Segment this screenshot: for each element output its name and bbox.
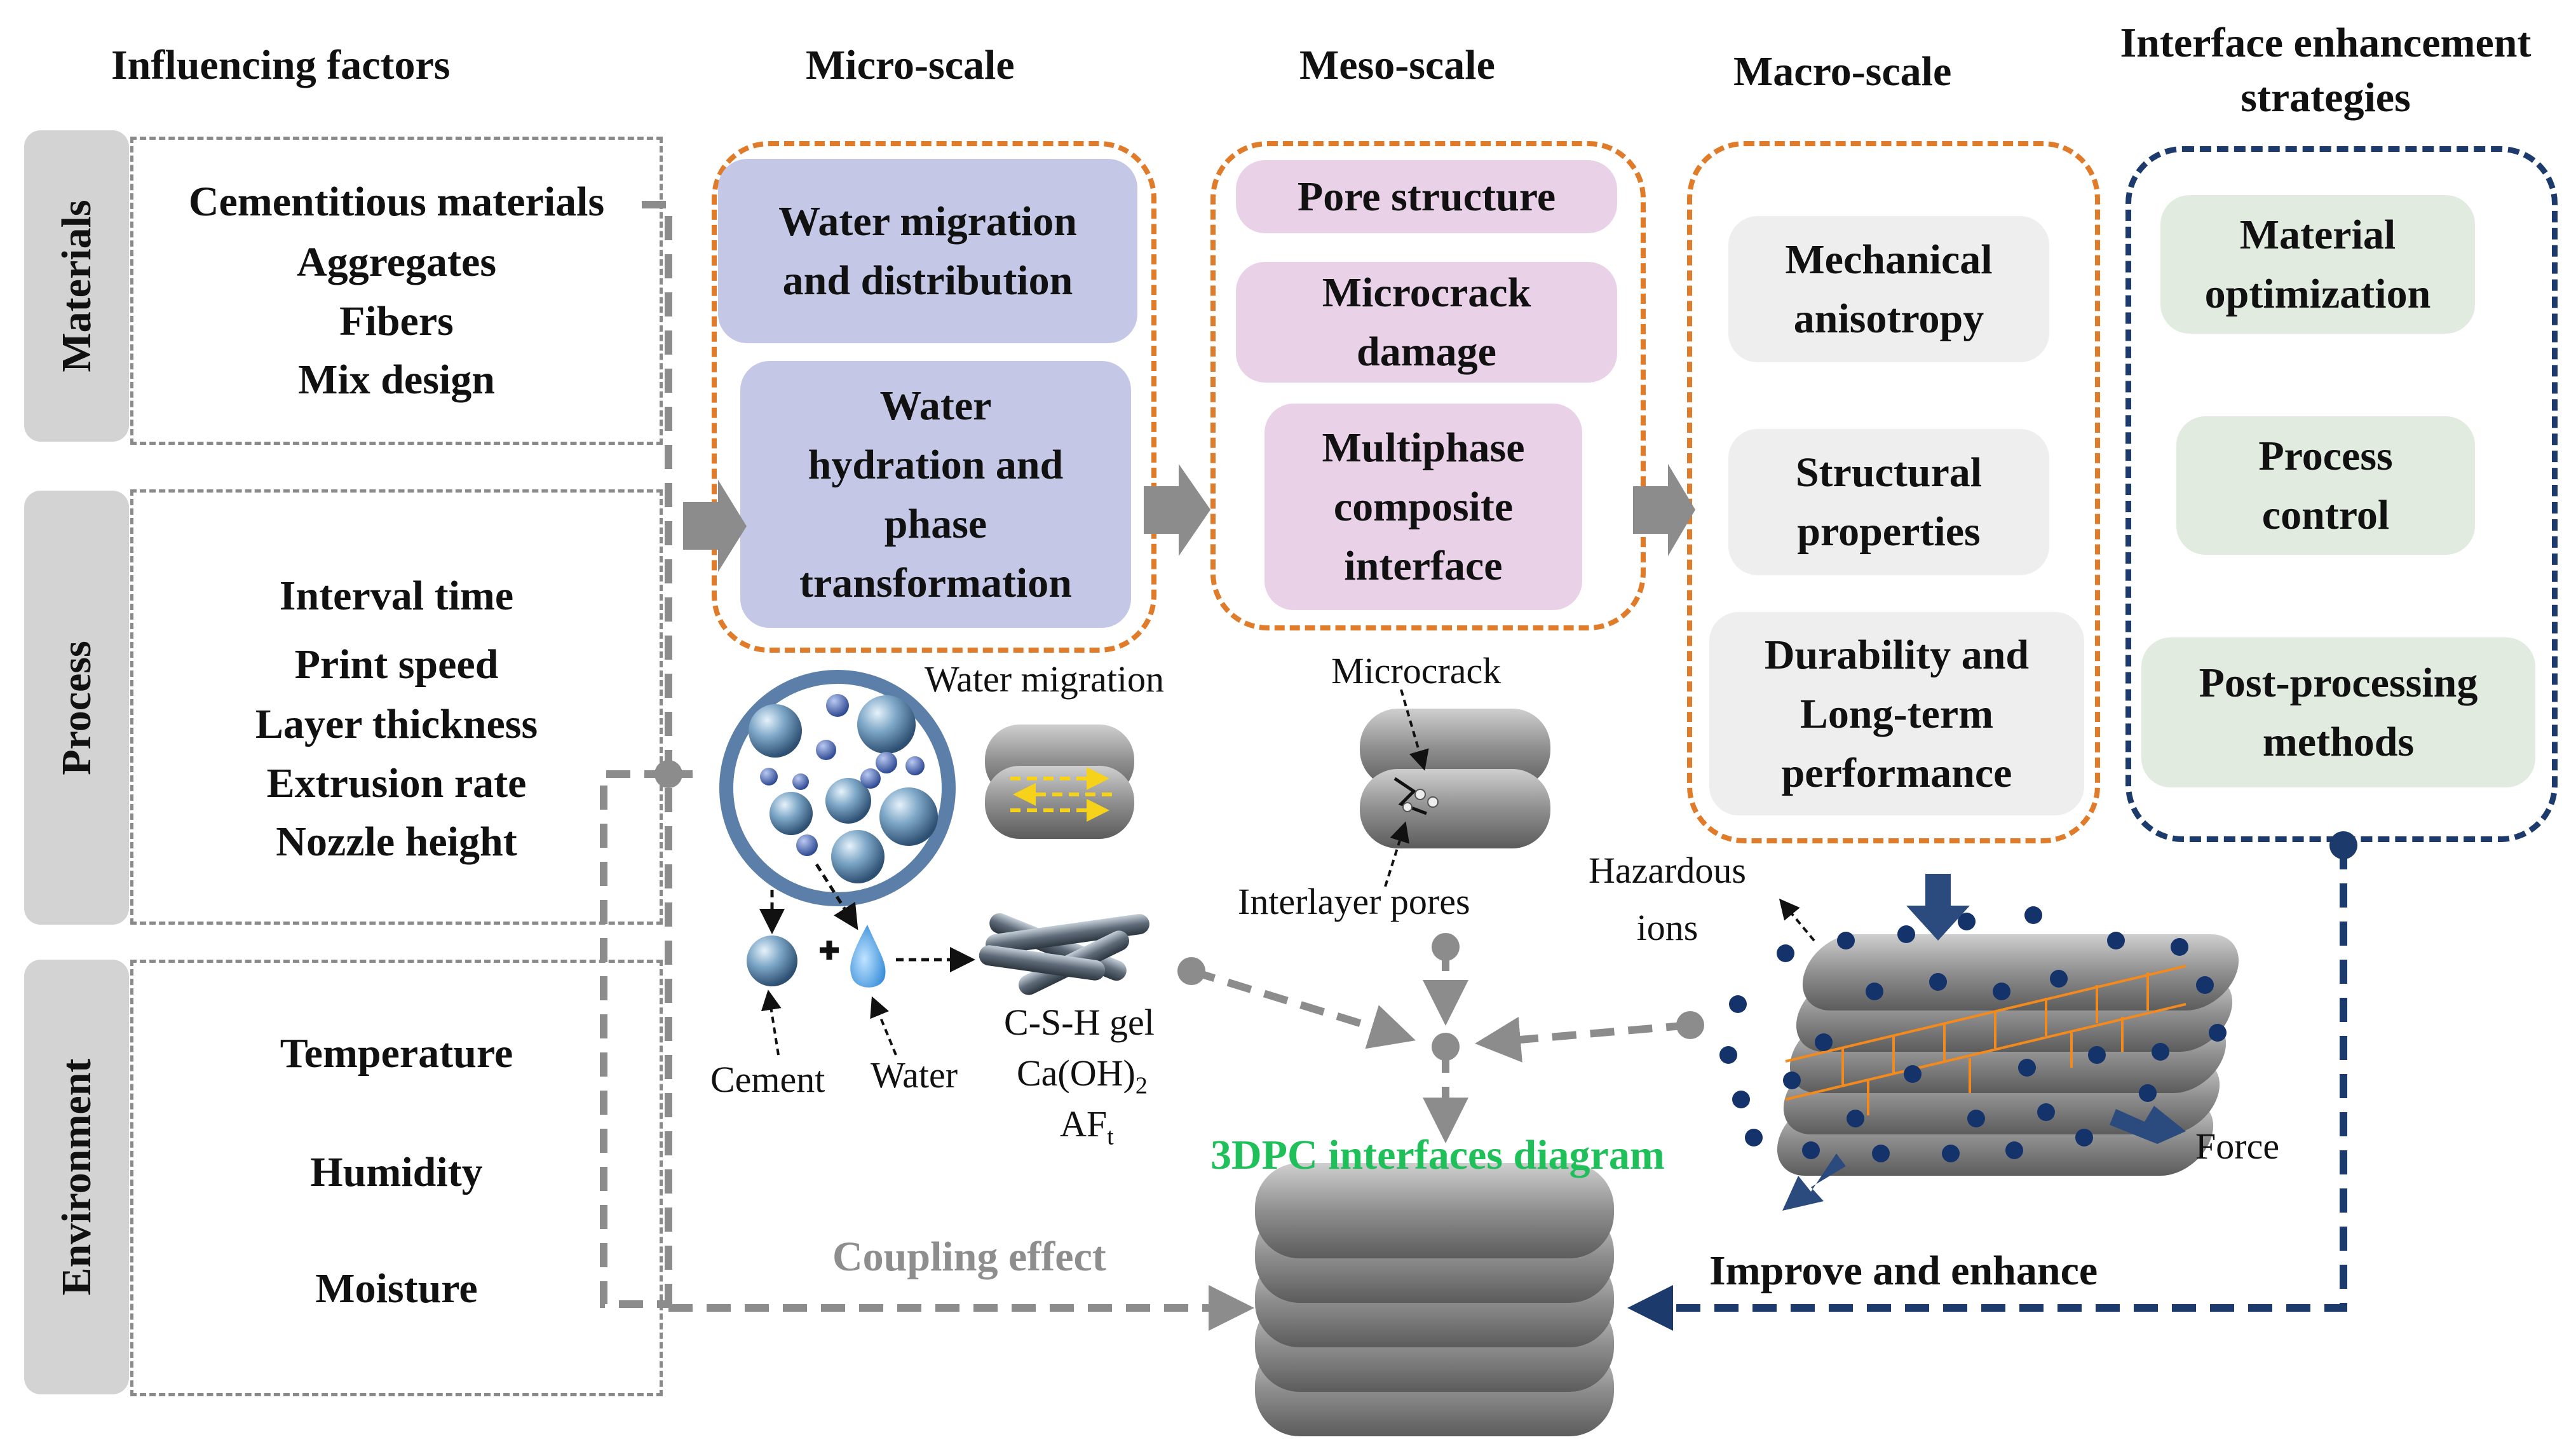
header-strategies-line1: Interface enhancement [2120, 20, 2532, 66]
header-influencing-factors: Influencing factors [111, 42, 451, 88]
strategy-process-control-card: Process control [2176, 416, 2475, 555]
connector-junction-dot [654, 760, 682, 788]
label-microcrack: Microcrack [1331, 650, 1502, 691]
cement-particle-illustration [719, 670, 956, 906]
factor-interval-time: Interval time [279, 573, 514, 619]
factor-layer-thickness: Layer thickness [255, 701, 538, 747]
header-micro-scale: Micro-scale [806, 42, 1015, 88]
hydration-reaction-illustration [747, 863, 975, 1056]
printed-layers-block-illustration [1255, 1163, 1614, 1436]
micro-scale-group [712, 141, 1156, 653]
factor-extrusion-rate: Extrusion rate [266, 760, 527, 806]
factor-aggregates: Aggregates [296, 239, 496, 285]
junction-dot-top [1432, 933, 1460, 961]
label-aft-subscript: t [1107, 1123, 1114, 1150]
materials-factor-box: Cementitious materials Aggregates Fibers… [130, 137, 663, 445]
scale-flow-arrows [683, 464, 1695, 572]
microcrack-block-illustration [1360, 689, 1550, 887]
label-aft-main: AF [1060, 1103, 1108, 1145]
header-meso-scale: Meso-scale [1299, 42, 1495, 88]
meso-multiphase-interface-card: Multiphase composite interface [1264, 404, 1582, 610]
header-macro-scale: Macro-scale [1733, 48, 1952, 95]
process-factor-box: Interval time Print speed Layer thicknes… [130, 489, 663, 925]
csh-rods-illustration [979, 913, 1149, 995]
environment-factor-box: Temperature Humidity Moisture [130, 960, 663, 1396]
improve-enhance-connector [1627, 845, 2347, 1331]
macro-mechanical-anisotropy-card: Mechanical anisotropy [1728, 216, 2049, 362]
micro-water-migration-card: Water migration and distribution [718, 159, 1137, 343]
factor-print-speed: Print speed [294, 641, 499, 688]
tab-environment: Environment [24, 960, 129, 1394]
factor-mix-design: Mix design [298, 357, 495, 403]
diagram-title-3dpc: 3DPC interfaces diagram [1210, 1132, 1665, 1178]
header-strategies: Interface enhancement strategies [2091, 16, 2561, 125]
junction-dot-center [1432, 1033, 1460, 1061]
factor-humidity: Humidity [310, 1149, 483, 1195]
water-migration-layers-illustration [985, 725, 1134, 839]
label-caoh2-subscript: 2 [1135, 1072, 1148, 1099]
label-cement: Cement [710, 1059, 825, 1100]
tab-process: Process [24, 491, 129, 925]
micro-water-hydration-card: Water hydration and phase transformation [740, 361, 1131, 628]
meso-scale-group [1210, 141, 1646, 630]
macro-structural-properties-card: Structural properties [1728, 429, 2049, 575]
label-caoh2-main: Ca(OH) [1017, 1052, 1135, 1094]
label-hazardous-ions: Hazardous ions [1589, 842, 1746, 956]
label-hazardous-line1: Hazardous [1589, 850, 1747, 891]
strategy-material-optimization-card: Material optimization [2160, 195, 2475, 334]
label-caoh2: Ca(OH)2 [1017, 1052, 1148, 1100]
factor-nozzle-height: Nozzle height [276, 819, 517, 865]
factor-fibers: Fibers [339, 298, 454, 344]
label-coupling-effect: Coupling effect [832, 1234, 1106, 1280]
macro-durability-card: Durability and Long-term performance [1709, 612, 2084, 815]
label-csh-gel: C-S-H gel [1004, 1002, 1155, 1043]
meso-pore-structure-card: Pore structure [1236, 160, 1617, 233]
meso-microcrack-damage-card: Microcrack damage [1236, 262, 1617, 383]
strategy-post-processing-card: Post-processing methods [2141, 637, 2535, 787]
label-interlayer-pores: Interlayer pores [1238, 881, 1470, 922]
strategy-junction-dot [2329, 831, 2357, 859]
tab-materials: Materials [24, 130, 129, 442]
stressed-layer-stack-illustration [1719, 874, 2239, 1211]
label-aft: AFt [1060, 1103, 1114, 1151]
header-strategies-line2: strategies [2240, 74, 2411, 121]
junction-dot-left [1177, 957, 1205, 985]
label-water: Water [871, 1054, 958, 1096]
factor-cementitious-materials: Cementitious materials [188, 179, 605, 225]
label-force: Force [2195, 1126, 2280, 1167]
label-water-migration: Water migration [925, 658, 1165, 700]
label-improve-enhance: Improve and enhance [1709, 1248, 2098, 1294]
factor-moisture: Moisture [315, 1265, 478, 1312]
factor-temperature: Temperature [280, 1030, 513, 1077]
label-hazardous-line2: ions [1636, 907, 1698, 948]
junction-dot-right [1676, 1011, 1704, 1039]
macro-scale-group [1687, 141, 2100, 843]
